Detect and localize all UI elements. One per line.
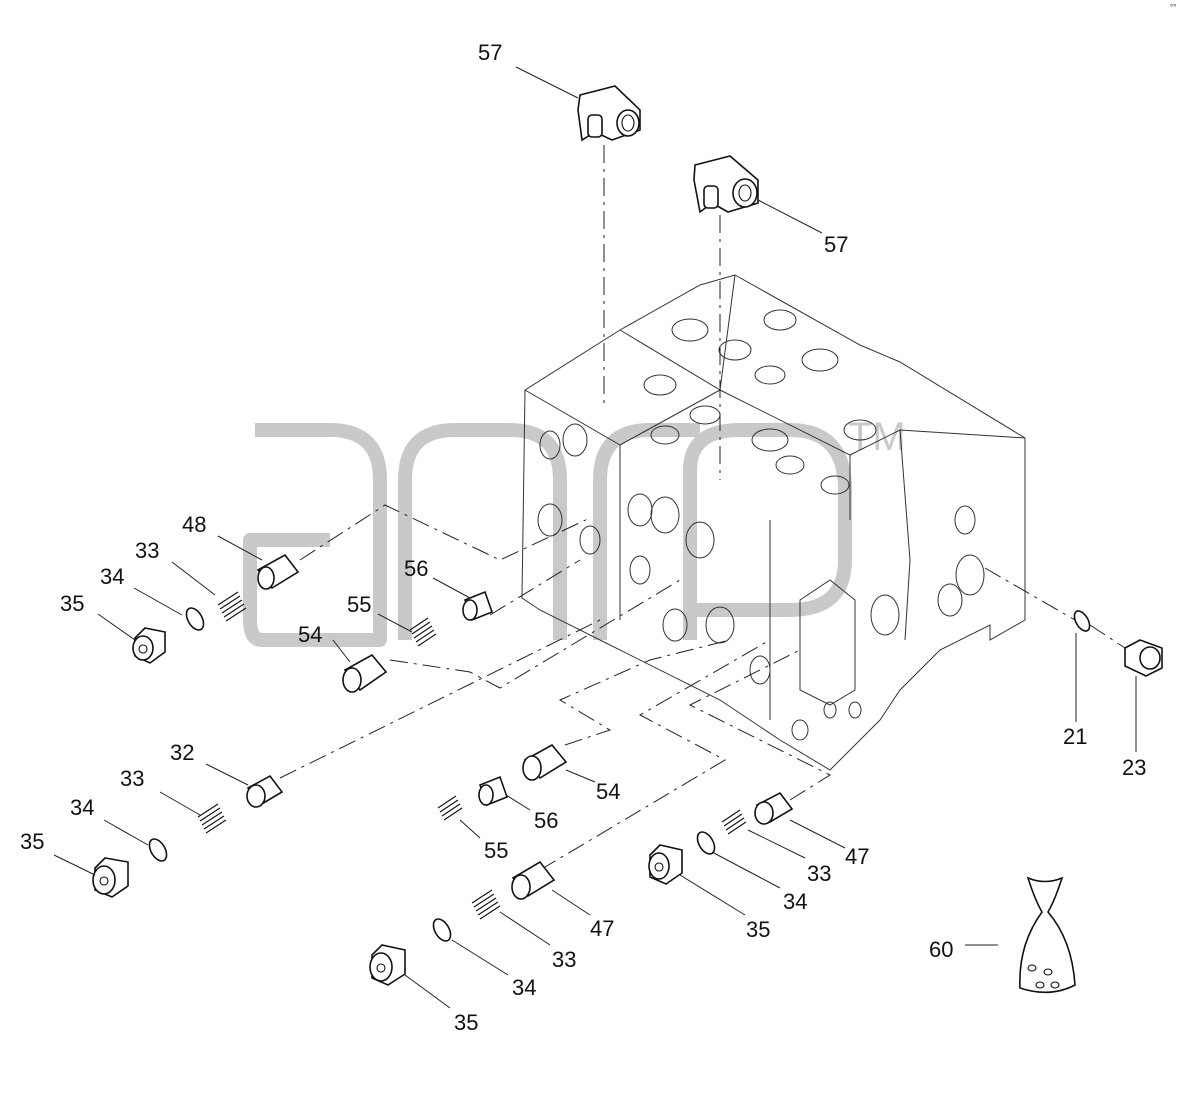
- callout-35: 35: [454, 1010, 478, 1035]
- spring-33-d: [471, 889, 501, 920]
- callout-56: 56: [404, 556, 428, 581]
- callout-35: 35: [60, 591, 84, 616]
- callout-33: 33: [120, 766, 144, 791]
- callout-21: 21: [1063, 724, 1087, 749]
- spring-33-a: [217, 591, 247, 622]
- plug-35-a: [132, 627, 166, 664]
- plug-23: [1124, 639, 1163, 677]
- spring-55-b: [437, 795, 463, 821]
- valve-54-a: [342, 653, 388, 693]
- callout-33: 33: [552, 947, 576, 972]
- callout-54: 54: [298, 622, 322, 647]
- callout-35: 35: [746, 917, 770, 942]
- callout-34: 34: [70, 795, 94, 820]
- watermark-tm: TM: [848, 415, 906, 459]
- leader-lines: [53, 66, 1137, 1009]
- cover-flange-57-b: [693, 155, 759, 214]
- callout-33: 33: [135, 538, 159, 563]
- callout-56: 56: [534, 808, 558, 833]
- callout-55: 55: [347, 592, 371, 617]
- spring-33-c: [721, 809, 747, 835]
- callout-33: 33: [807, 861, 831, 886]
- callout-labels: 57 57 48 33 34 35 56 55 54 21 23 32 33 3…: [20, 40, 1146, 1035]
- sleeve-56-a: [462, 590, 494, 622]
- spring-55-a: [409, 617, 437, 647]
- callout-23: 23: [1122, 755, 1146, 780]
- plug-35-d: [369, 944, 406, 986]
- cover-flange-57-a: [577, 85, 641, 142]
- callout-57: 57: [824, 232, 848, 257]
- callout-32: 32: [170, 740, 194, 765]
- o-rings: [148, 607, 1091, 942]
- valve-47-b: [511, 860, 556, 900]
- corner-mark: °°: [1170, 3, 1176, 12]
- valve-54-b: [522, 743, 568, 781]
- port-holes: [537, 309, 985, 741]
- callout-34: 34: [783, 889, 807, 914]
- callout-57: 57: [478, 40, 502, 65]
- callout-34: 34: [512, 975, 536, 1000]
- plug-35-c: [648, 844, 683, 885]
- callout-48: 48: [182, 512, 206, 537]
- spring-33-b: [197, 803, 227, 834]
- valve-block: [521, 274, 1026, 771]
- callout-35: 35: [20, 829, 44, 854]
- valve-47-a: [754, 791, 794, 825]
- callout-34: 34: [100, 564, 124, 589]
- watermark-logo: TM: [243, 415, 906, 647]
- assembly-axes: [279, 145, 1129, 871]
- callout-60: 60: [929, 937, 953, 962]
- callout-55: 55: [484, 838, 508, 863]
- callout-47: 47: [590, 916, 614, 941]
- valve-32: [246, 774, 284, 808]
- callout-54: 54: [596, 779, 620, 804]
- plug-35-b: [92, 857, 129, 898]
- sleeve-56-b: [478, 775, 509, 807]
- seal-kit-bag: [1019, 876, 1076, 994]
- valve-48: [256, 553, 300, 590]
- callout-47: 47: [845, 844, 869, 869]
